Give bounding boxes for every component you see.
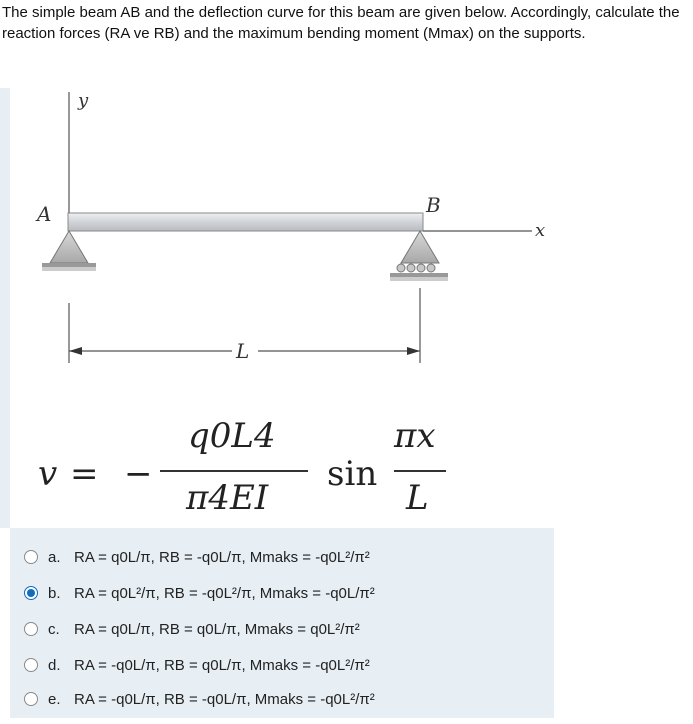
option-letter: c.	[48, 620, 60, 638]
option-text: RA = q0L²/π, RB = -q0L²/π, Mmaks = -q0L/…	[74, 584, 375, 602]
eq-arg-denominator: L	[406, 478, 429, 518]
label-y: y	[77, 90, 89, 111]
radio-a[interactable]	[24, 550, 38, 564]
label-b: B	[425, 193, 441, 217]
beam-diagram: y A B x L	[35, 90, 545, 363]
radio-c[interactable]	[24, 622, 38, 636]
option-text: RA = q0L/π, RB = -q0L/π, Mmaks = -q0L²/π…	[74, 548, 370, 566]
ground-a	[42, 263, 96, 267]
radio-b[interactable]	[24, 586, 38, 600]
radio-e[interactable]	[24, 692, 38, 706]
answer-options: a. RA = q0L/π, RB = -q0L/π, Mmaks = -q0L…	[10, 528, 554, 718]
option-letter: b.	[48, 584, 61, 602]
figure-panel	[0, 88, 554, 528]
eq-equals: =	[70, 454, 99, 494]
eq-minus: −	[124, 454, 153, 494]
eq-numerator: q0L4	[188, 416, 276, 456]
eq-denominator: π4EI	[186, 478, 269, 518]
option-text: RA = q0L/π, RB = q0L/π, Mmaks = q0L²/π²	[74, 620, 360, 638]
option-b[interactable]: b. RA = q0L²/π, RB = -q0L²/π, Mmaks = -q…	[24, 578, 544, 608]
option-letter: a.	[48, 548, 61, 566]
option-e[interactable]: e. RA = -q0L/π, RB = -q0L/π, Mmaks = -q0…	[24, 684, 544, 714]
roller-support-b	[400, 230, 440, 264]
beam	[67, 212, 424, 232]
option-text: RA = -q0L/π, RB = -q0L/π, Mmaks = -q0L²/…	[74, 690, 375, 708]
fraction-bar-arg	[394, 470, 446, 472]
option-c[interactable]: c. RA = q0L/π, RB = q0L/π, Mmaks = q0L²/…	[24, 614, 544, 644]
deflection-equation: v = − q0L4 π4EI sin πx L	[38, 414, 458, 524]
option-letter: e.	[48, 690, 61, 708]
ground-b	[390, 273, 448, 277]
label-a: A	[35, 202, 51, 226]
fraction-bar	[160, 470, 308, 472]
pin-support-a	[49, 230, 89, 264]
question-text: The simple beam AB and the deflection cu…	[2, 4, 680, 42]
option-text: RA = -q0L/π, RB = q0L/π, Mmaks = -q0L²/π…	[74, 656, 370, 674]
radio-d[interactable]	[24, 658, 38, 672]
eq-sin: sin	[327, 454, 378, 494]
label-x: x	[535, 220, 545, 241]
label-l: L	[235, 339, 249, 363]
eq-lhs: v	[38, 454, 58, 494]
option-a[interactable]: a. RA = q0L/π, RB = -q0L/π, Mmaks = -q0L…	[24, 542, 544, 572]
option-d[interactable]: d. RA = -q0L/π, RB = q0L/π, Mmaks = -q0L…	[24, 650, 544, 680]
option-letter: d.	[48, 656, 61, 674]
eq-arg-numerator: πx	[394, 416, 436, 456]
